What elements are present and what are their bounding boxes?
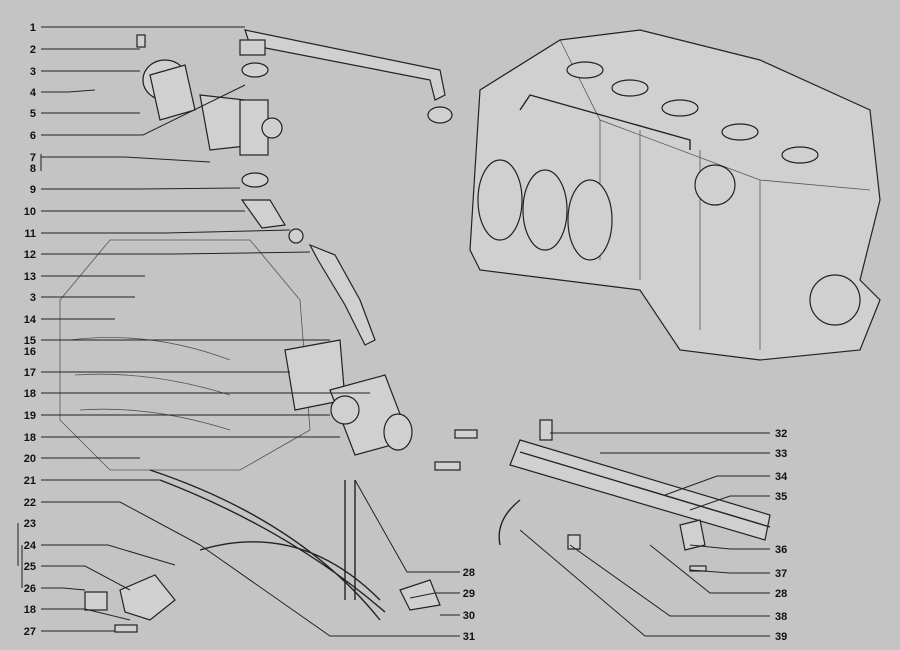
callout-label: 11	[24, 228, 36, 240]
callout-label: 16	[24, 346, 36, 358]
callout-label: 1	[30, 22, 36, 34]
callout-label: 22	[24, 497, 36, 509]
callout-label: 18	[24, 432, 36, 444]
leader-line	[649, 544, 770, 594]
leader-line	[689, 569, 770, 574]
callout-label: 3	[30, 292, 36, 304]
leader-line	[354, 479, 460, 573]
callout-label: 4	[30, 87, 37, 99]
callout-label: 23	[24, 518, 36, 530]
leader-line	[519, 529, 770, 637]
callout-label: 21	[24, 475, 36, 487]
callout-label: 34	[775, 471, 788, 483]
callout-label: 24	[24, 540, 37, 552]
callout-label: 30	[463, 610, 475, 622]
leader-line	[41, 501, 201, 546]
intake-manifold	[59, 239, 478, 471]
leader-line	[41, 251, 311, 255]
leader-line	[41, 565, 131, 591]
callout-label: 5	[30, 108, 36, 120]
leader-line	[664, 475, 770, 496]
leader-line	[41, 84, 246, 136]
leader-line	[41, 229, 291, 234]
leader-line	[199, 544, 460, 637]
callout-label: 29	[463, 588, 475, 600]
callout-label: 17	[24, 367, 36, 379]
callout-label: 8	[30, 163, 36, 175]
coolant-hoses	[84, 469, 441, 633]
callout-label: 27	[24, 626, 36, 638]
callout-label: 25	[24, 561, 36, 573]
leader-line	[41, 608, 131, 621]
callout-label: 19	[24, 410, 36, 422]
breather-hose	[136, 29, 453, 346]
engine-assembly	[469, 29, 881, 361]
callout-label: 32	[775, 428, 787, 440]
callout-label: 6	[30, 130, 36, 142]
callout-label: 35	[775, 491, 787, 503]
leader-line	[41, 544, 176, 566]
leader-line	[41, 187, 241, 190]
callout-label: 39	[775, 631, 787, 643]
callout-label: 28	[775, 588, 787, 600]
callout-label: 13	[24, 271, 36, 283]
callout-label: 14	[24, 314, 37, 326]
leader-line	[689, 544, 770, 550]
callout-label: 26	[24, 583, 36, 595]
callout-label: 3	[30, 66, 36, 78]
callout-label: 33	[775, 448, 787, 460]
callout-label: 37	[775, 568, 787, 580]
leader-line	[41, 156, 211, 163]
callout-label: 7	[30, 152, 36, 164]
callout-label: 28	[463, 567, 475, 579]
callout-label: 38	[775, 611, 787, 623]
callout-label: 9	[30, 184, 36, 196]
callout-label: 12	[24, 249, 36, 261]
callout-label: 36	[775, 544, 787, 556]
leader-line	[41, 587, 86, 591]
callout-label: 18	[24, 604, 36, 616]
leader-line	[689, 495, 770, 511]
callout-label: 18	[24, 388, 36, 400]
leader-line	[409, 592, 460, 599]
callout-label: 31	[463, 631, 475, 643]
leader-line	[569, 544, 770, 617]
fuel-rail	[498, 419, 771, 572]
callout-label: 15	[24, 335, 36, 347]
leader-line	[41, 89, 96, 93]
callout-label: 10	[24, 206, 36, 218]
callout-label: 2	[30, 44, 36, 56]
callout-label: 20	[24, 453, 36, 465]
